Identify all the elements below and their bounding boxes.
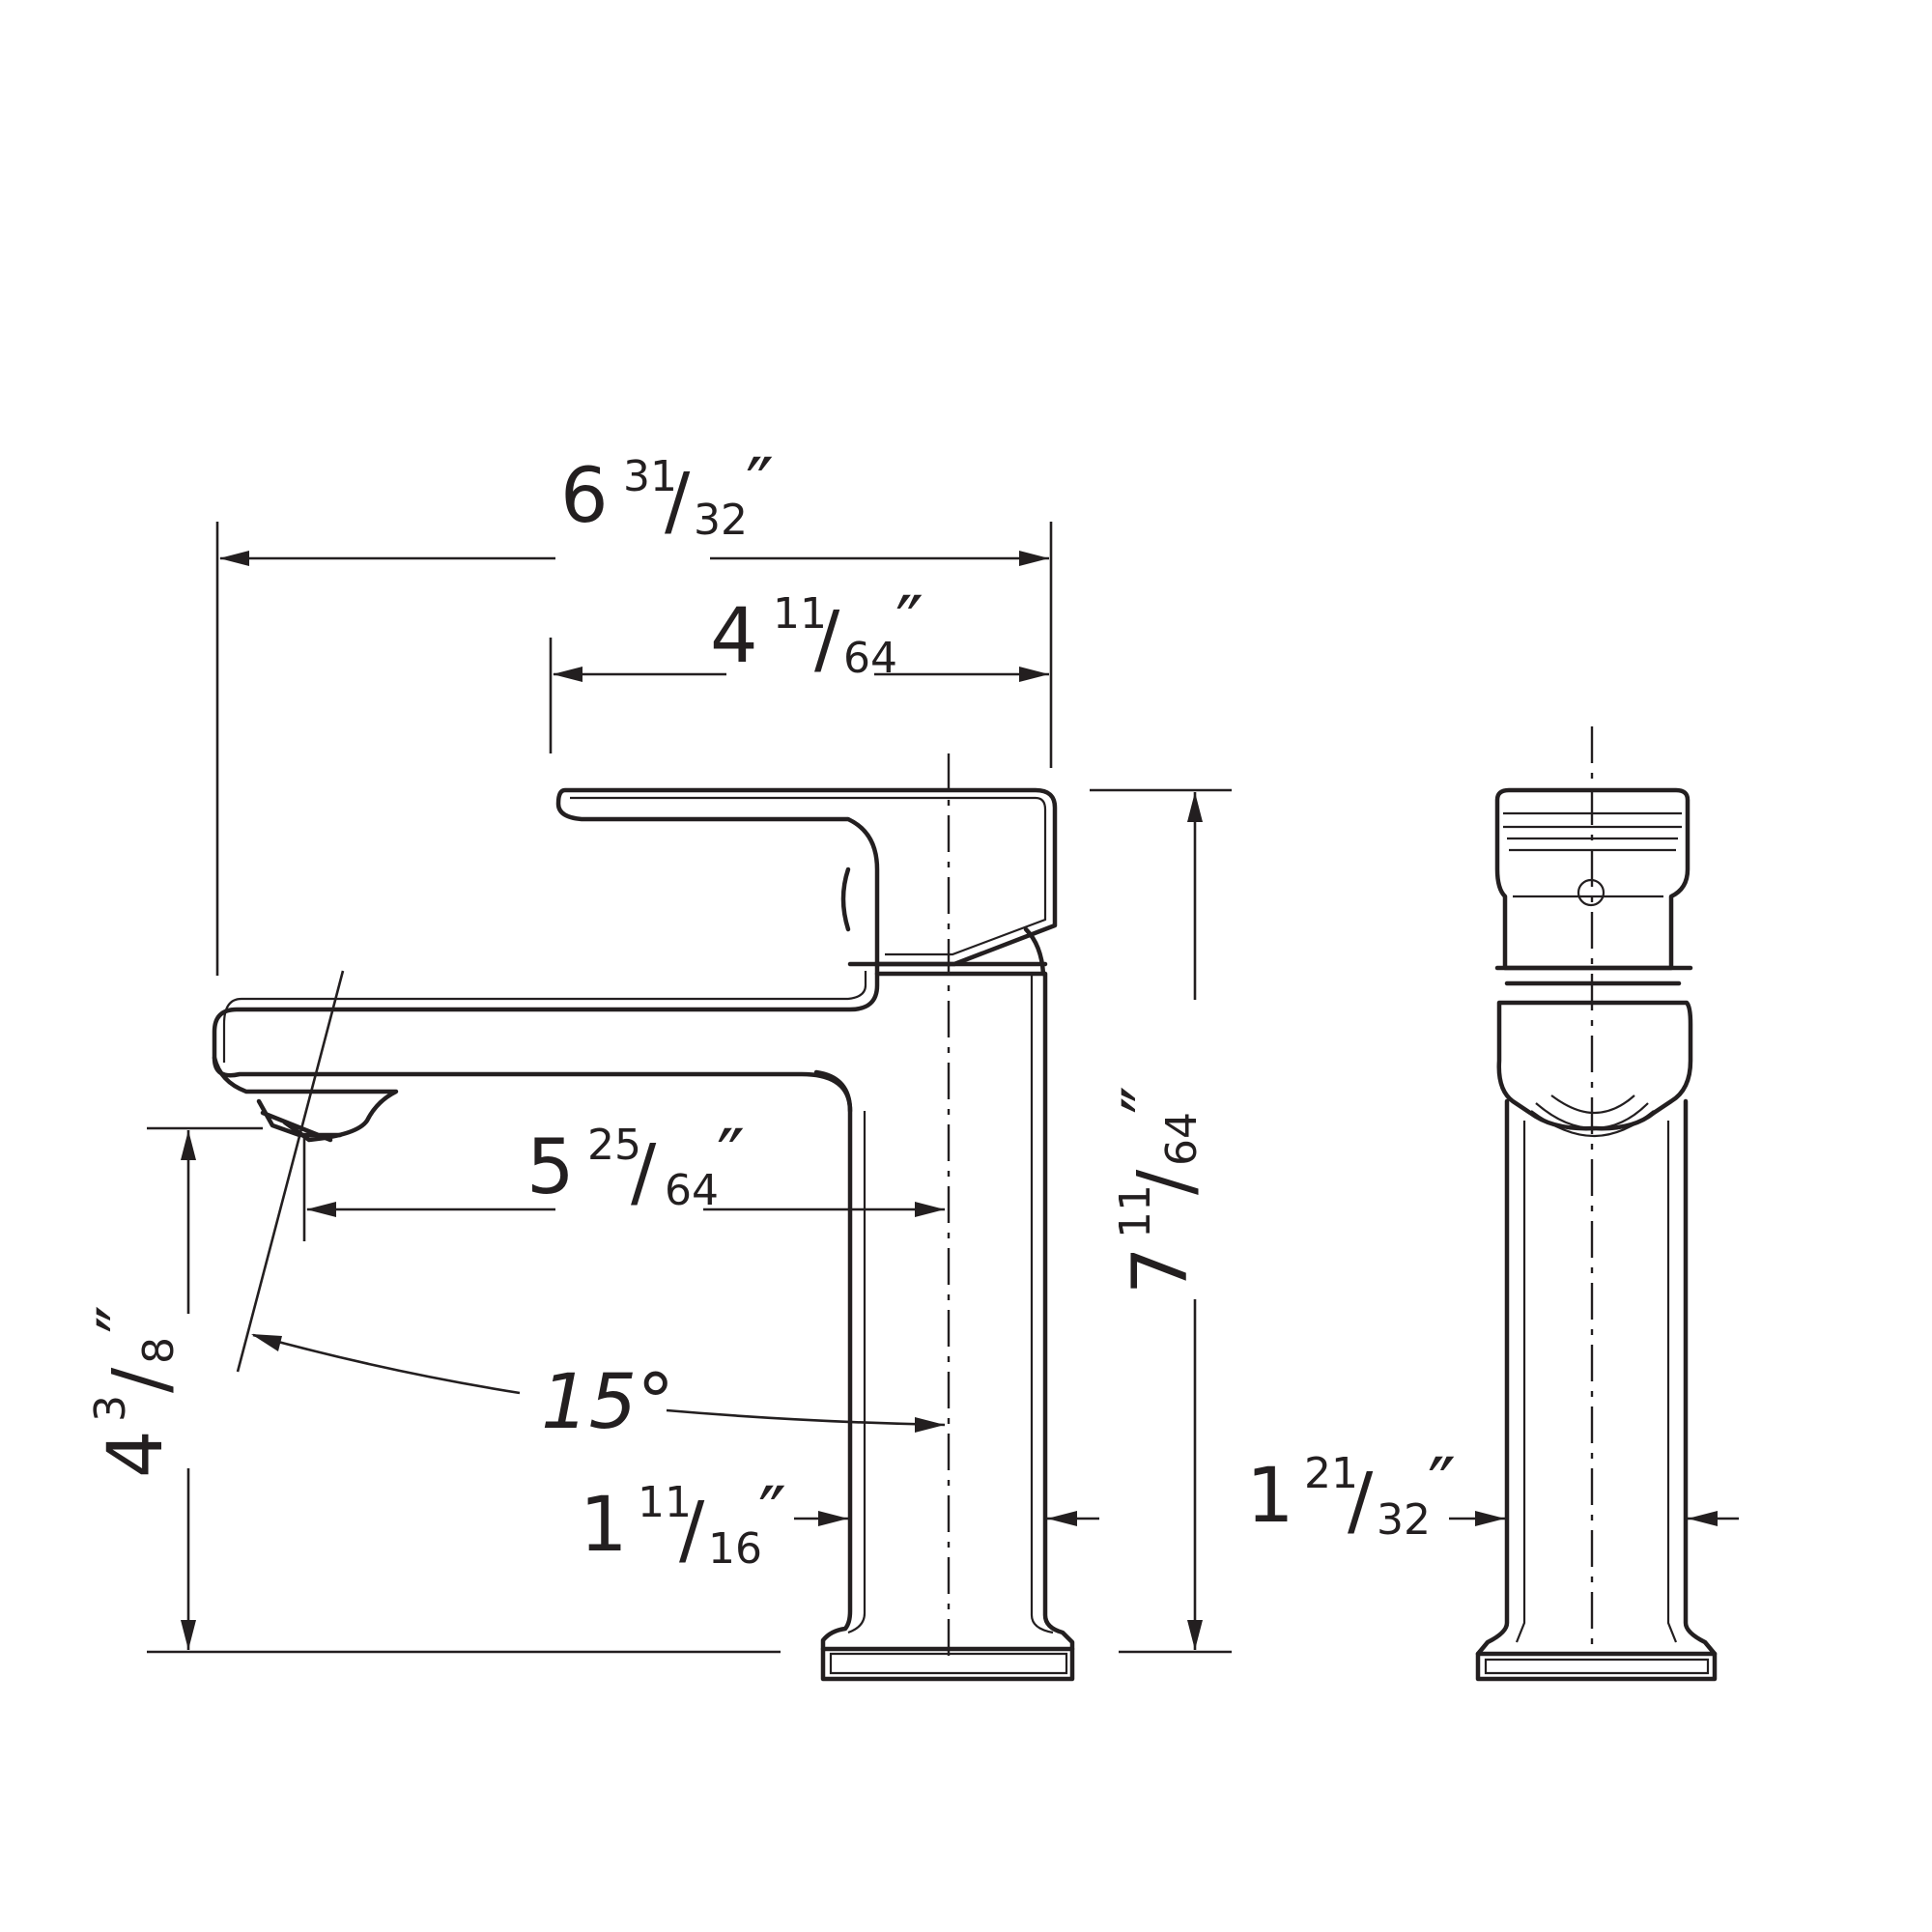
dimension-whole-number: 4 (93, 1430, 180, 1478)
dimension-numerator: 25 (587, 1121, 641, 1170)
dimension-whole-number: 1 (580, 1482, 628, 1569)
front-aerator (1530, 1094, 1655, 1138)
spout-height-dimension: 4 3 / 8 ″ (83, 1126, 781, 1654)
fraction-slash: / (814, 596, 840, 683)
overall-height-dimension: 7 11 / 64 ″ (1090, 788, 1232, 1654)
dimension-whole-number: 4 (710, 593, 758, 680)
handle-lever (555, 787, 1058, 967)
dimension-numerator: 11 (1111, 1184, 1160, 1238)
faucet-side-view (212, 787, 1075, 1682)
fraction-slash: / (1348, 1458, 1374, 1545)
dimension-numerator: 31 (623, 452, 677, 501)
dimension-whole-number: 7 (1118, 1246, 1205, 1294)
dimension-whole-number: 5 (526, 1124, 575, 1211)
dimension-denominator: 64 (843, 634, 897, 683)
dimension-unit: ″ (758, 1472, 786, 1559)
front-body-inner (1515, 1121, 1678, 1643)
body-depth-dimension: 1 21 / 32 ″ (1246, 1443, 1739, 1545)
dimension-whole-number: 6 (560, 453, 609, 540)
front-base-plate-inner (1484, 1658, 1710, 1675)
dimension-denominator: 32 (1377, 1495, 1431, 1545)
dimension-unit: ″ (83, 1305, 170, 1333)
overall-length-dimension: 6 31 / 32 ″ (215, 443, 1053, 976)
dimension-numerator: 11 (638, 1478, 692, 1527)
dimension-denominator: 64 (1157, 1112, 1207, 1166)
front-base-plate (1475, 1651, 1718, 1682)
dimension-numerator: 3 (86, 1395, 135, 1422)
base-plate-inner (829, 1652, 1068, 1675)
front-body (1475, 1098, 1718, 1657)
dimension-denominator: 16 (708, 1524, 762, 1574)
aerator (256, 1098, 343, 1143)
spout-reach-dimension: 5 25 / 64 ″ (302, 1115, 945, 1241)
dimension-numerator: 11 (773, 589, 827, 639)
front-handle (1494, 787, 1690, 971)
handle-lever-inner (570, 796, 1047, 956)
front-spout (1496, 1000, 1693, 1131)
fraction-slash: / (665, 458, 691, 545)
dimension-unit: ″ (1108, 1086, 1195, 1114)
dimension-whole-number: 1 (1246, 1453, 1294, 1540)
dimension-denominator: 8 (134, 1337, 184, 1364)
dimension-unit: ″ (895, 582, 923, 668)
faucet-body-inner (847, 974, 1054, 1634)
faucet-body (813, 971, 1075, 1652)
fraction-slash: / (679, 1487, 705, 1574)
fraction-slash: / (98, 1367, 185, 1393)
dimension-unit: ″ (746, 443, 774, 530)
spout-inner (222, 971, 867, 1063)
dimension-denominator: 64 (665, 1166, 719, 1215)
dimension-unit: ″ (717, 1115, 745, 1202)
handle-reach-dimension: 4 11 / 64 ″ (549, 582, 1049, 753)
angle-label: 15° (541, 1359, 674, 1446)
fraction-slash: / (1122, 1169, 1209, 1195)
base-plate (820, 1646, 1075, 1682)
spout (212, 961, 880, 1114)
dimension-numerator: 21 (1304, 1449, 1358, 1498)
faucet-front-view (1475, 787, 1718, 1682)
body-width-dimension: 1 11 / 16 ″ (580, 1472, 1099, 1574)
dimension-denominator: 32 (694, 496, 748, 545)
handle-knob (840, 867, 851, 932)
front-collar (1494, 965, 1693, 986)
dimension-unit: ″ (1428, 1443, 1456, 1530)
spout-angle-dimension: 15° (236, 970, 946, 1446)
fraction-slash: / (631, 1129, 657, 1216)
